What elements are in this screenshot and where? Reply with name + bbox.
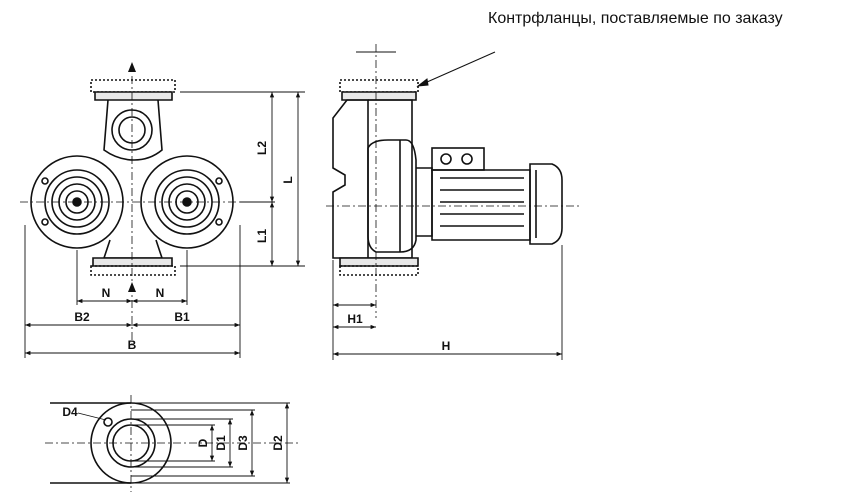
- dim-label-N-right: N: [156, 286, 165, 300]
- vertical-dimensions: [180, 91, 305, 267]
- outlet-neck: [103, 99, 163, 161]
- side-top-counter-flange: [339, 79, 419, 93]
- dim-label-D3: D3: [236, 435, 250, 451]
- terminal-box: [431, 147, 485, 171]
- motor-body: [431, 169, 531, 241]
- dim-label-D2: D2: [271, 435, 285, 451]
- top-counter-flange: [90, 79, 176, 93]
- dim-label-H1: H1: [347, 312, 363, 326]
- motor-fan-cover: [529, 163, 563, 245]
- flange-dimensions: [77, 402, 290, 484]
- dim-label-D4: D4: [62, 405, 78, 419]
- top-flange: [94, 91, 173, 101]
- side-view: [332, 79, 563, 276]
- side-volute: [367, 139, 417, 253]
- dim-label-H: H: [442, 339, 451, 353]
- flange-bolt-hole: [103, 417, 113, 427]
- note-leader: [416, 51, 496, 87]
- bottom-counter-flange: [90, 265, 176, 276]
- inlet-body: [102, 239, 164, 259]
- side-pump-body: [332, 99, 369, 259]
- dim-label-L: L: [281, 176, 295, 183]
- side-adapter: [416, 167, 433, 237]
- dim-label-L2: L2: [255, 141, 269, 155]
- dim-label-B: B: [128, 338, 137, 352]
- bottom-flange: [92, 257, 173, 267]
- flow-out-arrow: [128, 62, 136, 72]
- counter-flange-note: Контрфланцы, поставляемые по заказу: [488, 10, 783, 27]
- dim-label-L1: L1: [255, 229, 269, 243]
- dim-label-D1: D1: [214, 435, 228, 451]
- side-bottom-flange: [339, 257, 419, 267]
- dim-label-B2: B2: [74, 310, 90, 324]
- side-top-flange: [341, 91, 417, 101]
- left-impeller: [44, 169, 110, 235]
- horizontal-dimensions-front: [24, 225, 241, 358]
- horizontal-dimensions-side: [332, 245, 563, 360]
- dim-label-D: D: [196, 438, 210, 447]
- dim-label-B1: B1: [174, 310, 190, 324]
- flange-outline: [130, 402, 172, 484]
- dim-label-N-left: N: [102, 286, 111, 300]
